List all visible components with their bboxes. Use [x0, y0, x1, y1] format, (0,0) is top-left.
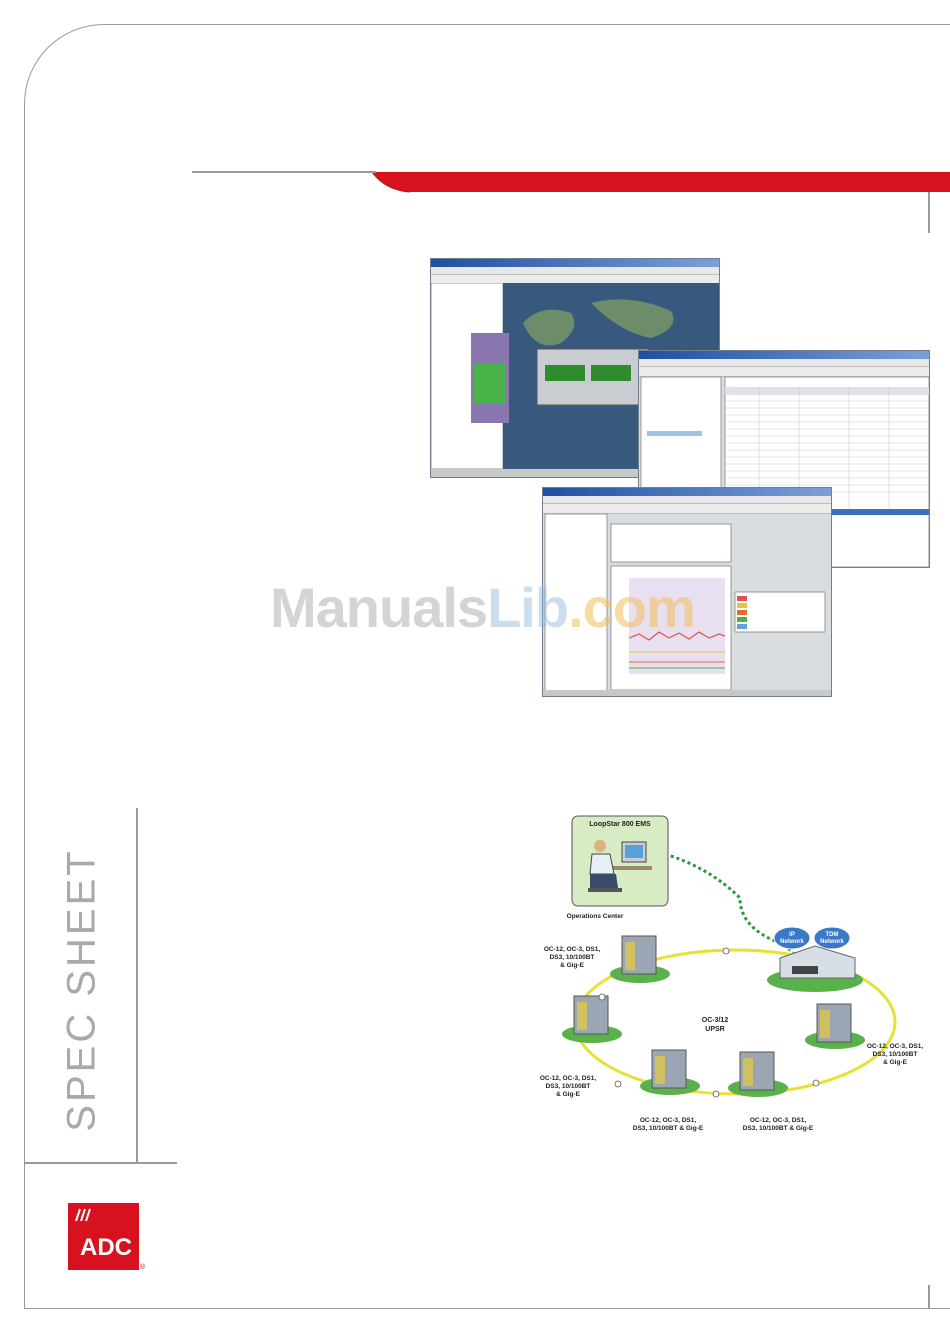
ems-label: LoopStar 800 EMS	[589, 821, 651, 828]
watermark-part-1: Manuals	[270, 576, 488, 639]
header-rule	[192, 171, 376, 173]
logo-text: ADC	[80, 1234, 132, 1261]
ring-markers	[598, 947, 820, 1098]
ip-network-cloud: IP Network	[773, 926, 811, 950]
node-bottom-right-line-2: DS3, 10/100BT & Gig-E	[743, 1125, 814, 1132]
toolbar	[543, 504, 831, 514]
node-top-left-line-2: DS3, 10/100BT	[550, 954, 595, 961]
node-building-bottom-left	[640, 1049, 700, 1095]
node-left-line-3: & Gig-E	[556, 1091, 580, 1098]
titlebar	[543, 488, 831, 496]
operations-center-label: Operations Center	[567, 913, 624, 920]
node-right-line-1: OC-12, OC-3, DS1,	[867, 1043, 924, 1050]
screenshot-chart-window	[542, 487, 832, 697]
operations-center-box	[571, 815, 669, 907]
node-top-left-line-3: & Gig-E	[560, 962, 584, 969]
cloud-tdm-line-2: Network	[820, 939, 844, 945]
node-building-left	[562, 995, 622, 1043]
watermark-part-2: Lib	[487, 576, 569, 639]
node-top-left-line-1: OC-12, OC-3, DS1,	[544, 946, 601, 953]
header-red-band	[371, 171, 950, 193]
node-building-top-left	[610, 935, 670, 983]
cloud-ip-line-2: Network	[780, 939, 804, 945]
logo-registered-mark: ®	[140, 1264, 146, 1271]
central-office-building	[767, 945, 863, 992]
titlebar	[639, 351, 929, 359]
spec-base-rule	[24, 1162, 177, 1164]
spec-sheet-label: SPEC SHEET	[59, 848, 104, 1132]
operator-figure	[588, 840, 652, 892]
ring-label-2: UPSR	[705, 1026, 724, 1033]
node-left-line-2: DS3, 10/100BT	[546, 1083, 591, 1090]
node-right-line-2: DS3, 10/100BT	[873, 1051, 918, 1058]
node-bottom-left-line-1: OC-12, OC-3, DS1,	[640, 1117, 697, 1124]
watermark: ManualsLib.com	[270, 575, 696, 640]
tdm-network-cloud: TDM Network	[813, 926, 851, 950]
node-bottom-left-line-2: DS3, 10/100BT & Gig-E	[633, 1125, 704, 1132]
network-diagram: LoopStar 800 EMS Operations Center IP Ne…	[540, 815, 924, 1132]
ring-label-1: OC-3/12	[702, 1017, 729, 1024]
frame-bottom-tick	[928, 1285, 930, 1309]
node-building-bottom-right	[728, 1051, 788, 1097]
menubar	[543, 496, 831, 504]
watermark-part-3: .com	[568, 576, 696, 639]
node-bottom-right-line-1: OC-12, OC-3, DS1,	[750, 1117, 807, 1124]
spec-divider	[136, 808, 138, 1163]
menubar	[431, 267, 719, 275]
node-right-line-3: & Gig-E	[883, 1059, 907, 1066]
cloud-ip-line-1: IP	[789, 932, 795, 938]
chart-window-content	[543, 513, 831, 696]
titlebar	[431, 259, 719, 267]
frame-right-tick	[928, 185, 930, 233]
cloud-tdm-line-1: TDM	[826, 932, 839, 938]
node-building-right	[805, 1003, 865, 1049]
adc-logo: ADC	[68, 1203, 139, 1270]
page-frame	[24, 24, 950, 1309]
menubar	[639, 359, 929, 367]
node-left-line-1: OC-12, OC-3, DS1,	[540, 1075, 597, 1082]
ems-link	[664, 852, 803, 974]
